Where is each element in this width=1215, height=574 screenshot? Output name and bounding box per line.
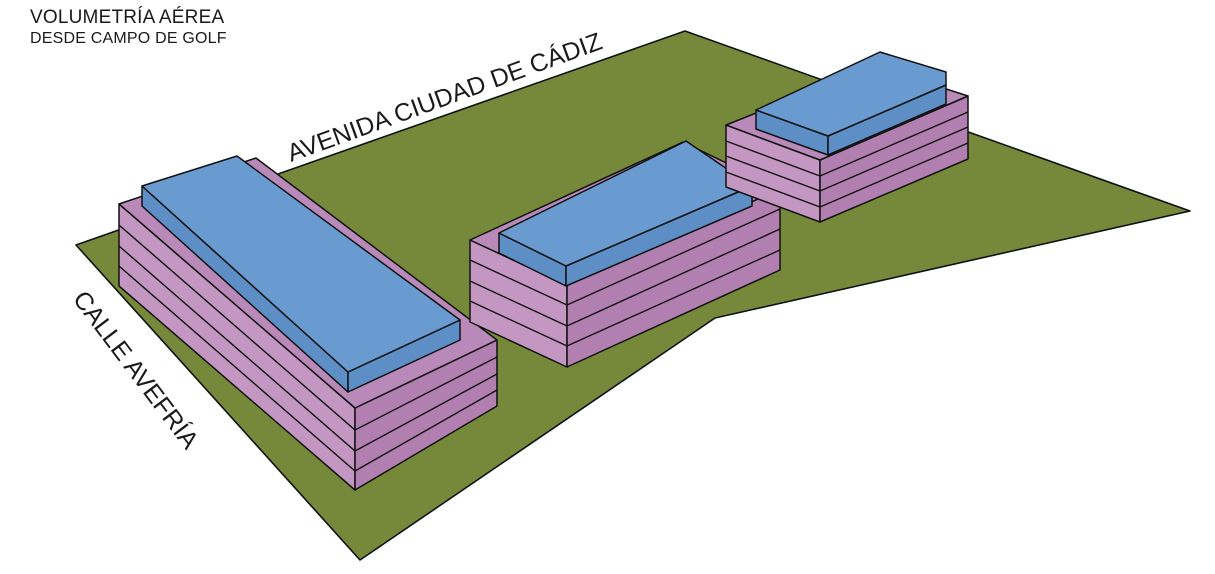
middle-building-floor-line — [469, 208, 781, 306]
right-building-floor-line — [725, 126, 969, 192]
left-building — [118, 155, 498, 491]
right-building-floor-line — [725, 111, 969, 177]
right-building — [725, 51, 969, 223]
diagram-title: VOLUMETRÍA AÉREA — [30, 7, 225, 28]
middle-building-floor-line — [469, 249, 781, 347]
middle-building-floor-line — [469, 228, 781, 327]
left-building-tower-roof — [141, 155, 461, 373]
left-building-floor-line — [118, 224, 498, 431]
left-building-floor-line — [118, 265, 498, 472]
title-block: VOLUMETRÍA AÉREA DESDE CAMPO DE GOLF — [30, 7, 227, 49]
diagram-subtitle: DESDE CAMPO DE GOLF — [30, 30, 227, 47]
right-building-tower-roof — [755, 51, 947, 137]
left-building-floor-line — [118, 245, 498, 452]
right-building-floor-line — [725, 142, 969, 208]
